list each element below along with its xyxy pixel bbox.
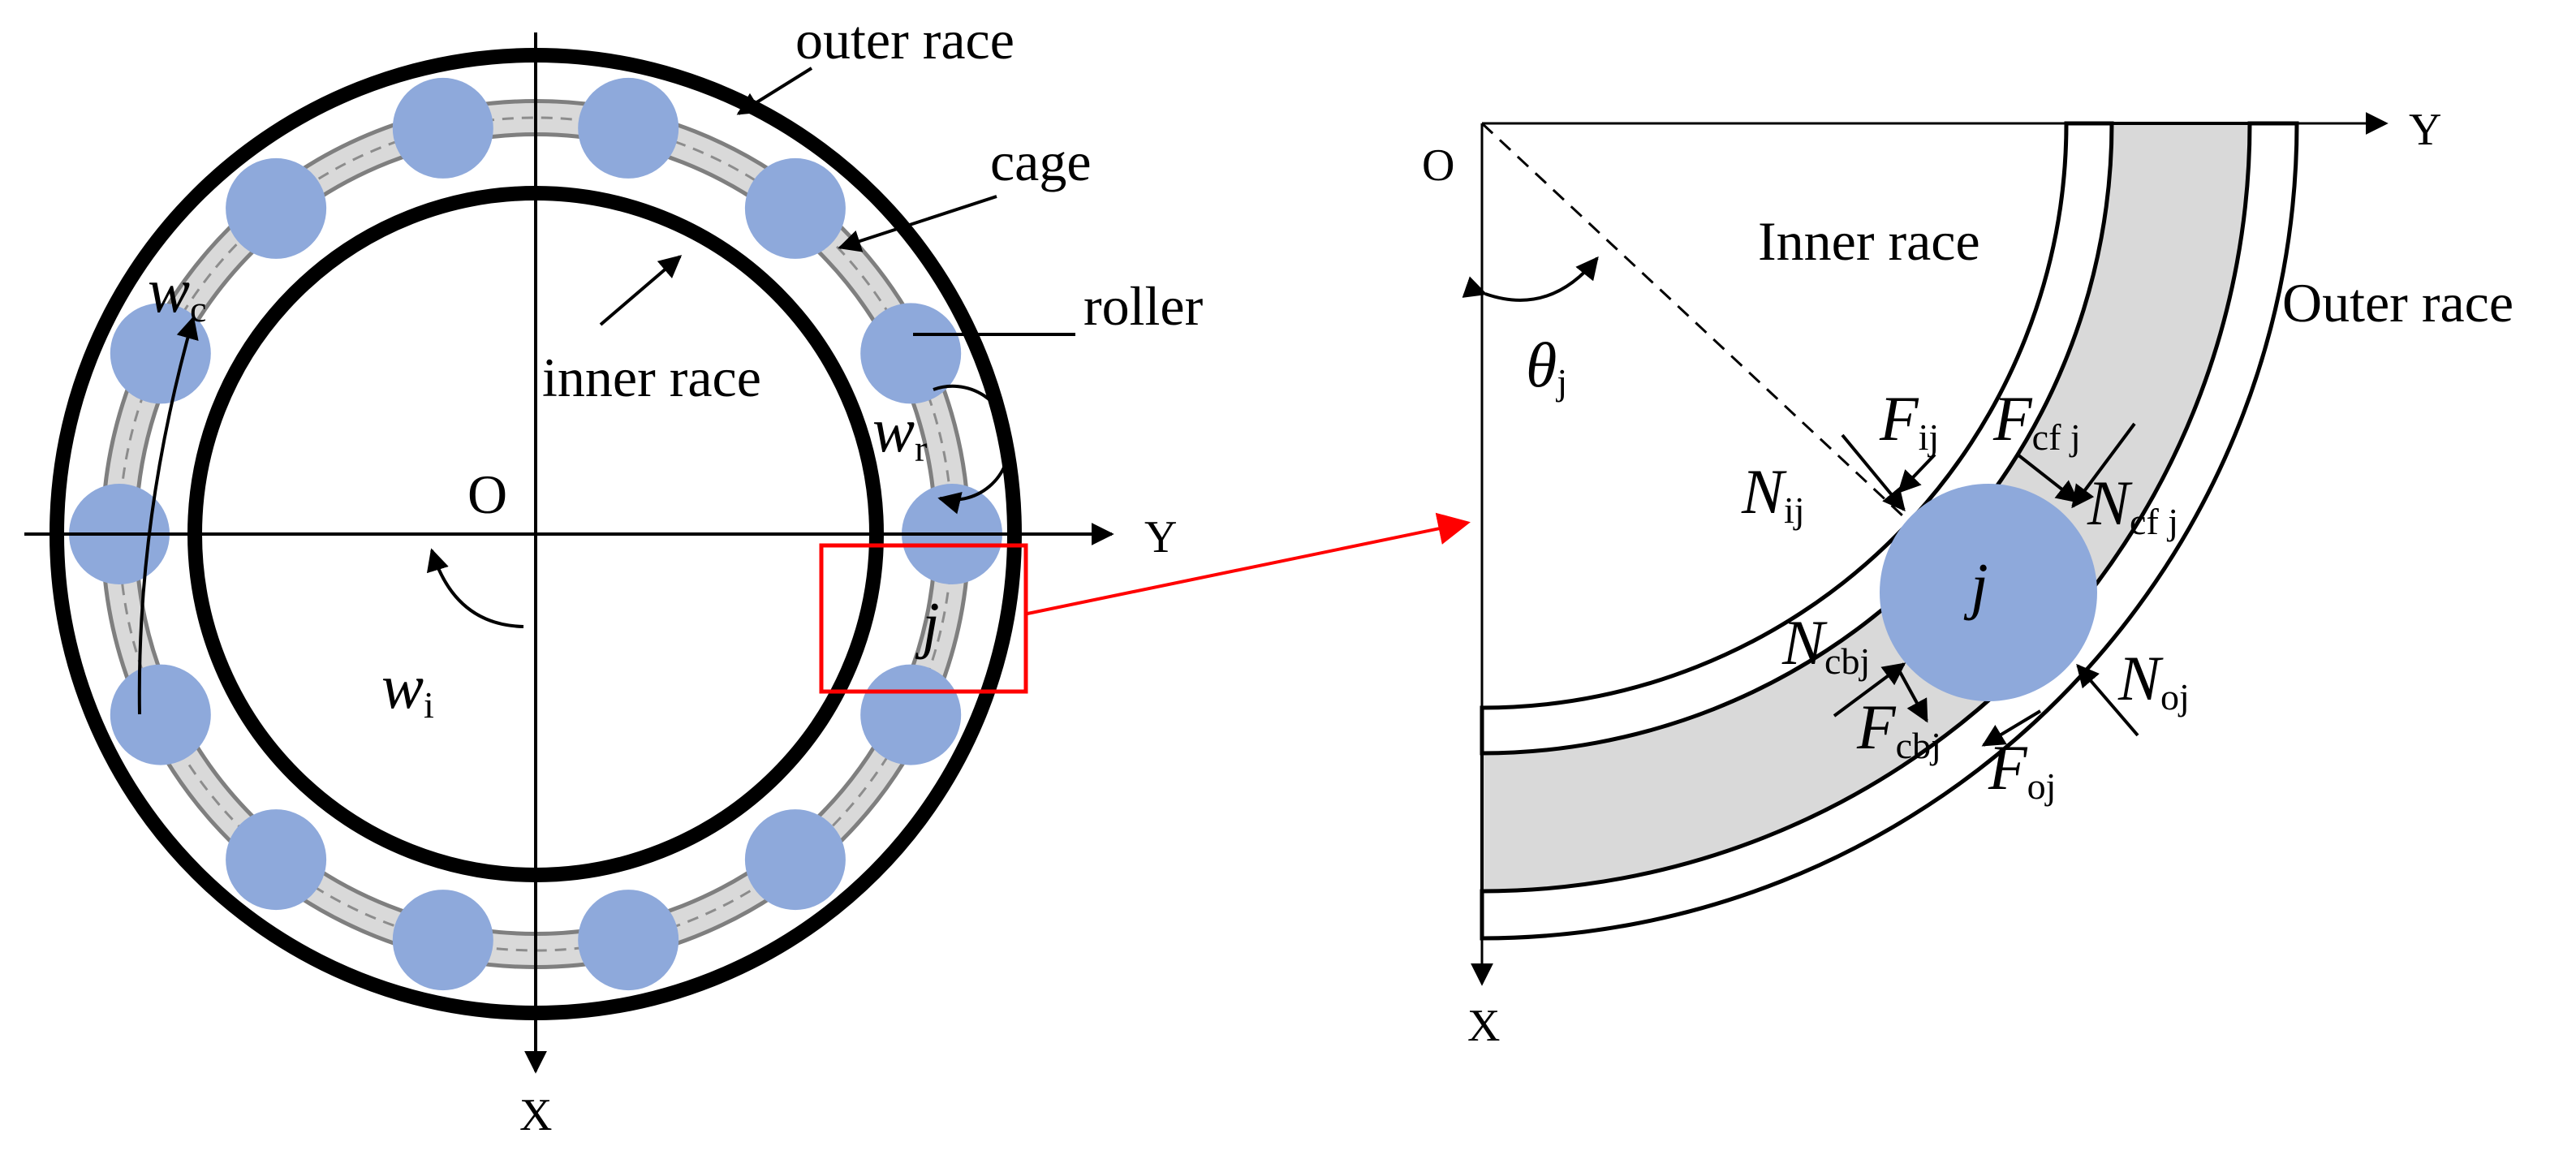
outer-race-label: outer race — [795, 9, 1014, 71]
roller — [860, 303, 962, 404]
left-axis-x-label: X — [519, 1090, 552, 1140]
roller — [226, 157, 327, 259]
roller — [578, 890, 679, 991]
roller — [860, 664, 962, 765]
zoom-box — [819, 543, 1028, 694]
roller — [744, 809, 846, 911]
outer-race-leader — [736, 67, 813, 115]
force-F-oj-label: Foj — [1988, 732, 2056, 807]
roller — [110, 664, 211, 765]
zoom-arrow — [1027, 512, 1471, 615]
force-F-cfj-label: Fcf j — [1992, 383, 2081, 458]
force-F-oj-arrow — [1981, 709, 2042, 747]
force-N-oj-arrow — [2076, 663, 2139, 737]
detail-inner-race-label: Inner race — [1758, 210, 1980, 272]
cage-leader — [838, 195, 997, 252]
force-F-cbj-label: Fcbj — [1856, 692, 1941, 766]
force-N-ij-label: Nij — [1741, 456, 1805, 531]
force-F-ij-label: Fij — [1879, 383, 1939, 458]
roller-rotation-arrow — [933, 384, 1011, 515]
radial-line — [1480, 122, 1917, 529]
roller — [226, 809, 327, 911]
roller — [744, 157, 846, 259]
left-axis-y-label: Y — [1144, 512, 1177, 562]
detail-outer-race — [1480, 121, 2299, 941]
right-origin-label: O — [1422, 140, 1454, 191]
force-N-cfj-arrow — [2071, 422, 2136, 509]
inner-race-leader — [599, 255, 683, 326]
inner-race-label: inner race — [542, 347, 761, 408]
roller — [392, 890, 493, 991]
right-axis-y-label: Y — [2409, 105, 2441, 155]
force-F-cfj-arrow — [2016, 453, 2080, 503]
inner-rotation-arrow — [426, 548, 524, 628]
force-N-cbj-label: Ncbj — [1781, 607, 1870, 682]
cage-label: cage — [990, 131, 1092, 192]
left-origin-label: O — [467, 463, 507, 525]
force-N-ij-arrow — [1841, 433, 1906, 512]
right-detail-view: Y X O θj Inner race Outer race j Fij Nij — [1422, 105, 2514, 1051]
detail-roller — [1880, 484, 2097, 701]
roller — [578, 77, 679, 179]
theta-arc — [1462, 256, 1599, 302]
roller-label: roller — [1083, 275, 1204, 337]
force-F-cbj-arrow — [1898, 670, 1928, 723]
left-bearing-view: Y X O outer race cage roller inner race … — [24, 9, 1471, 1140]
roller — [392, 77, 493, 179]
force-N-cbj-arrow — [1833, 662, 1906, 718]
detail-outer-race-label: Outer race — [2282, 272, 2514, 334]
force-N-oj-label: Noj — [2117, 643, 2190, 718]
omega-i-label: wi — [381, 651, 434, 726]
cage-rotation-arrow — [137, 316, 199, 715]
omega-r-label: wr — [872, 394, 927, 469]
force-F-ij-arrow — [1898, 453, 1936, 494]
right-axis-x-label: X — [1467, 1001, 1500, 1051]
omega-c-label: wc — [148, 255, 206, 330]
force-N-cfj-label: Ncf j — [2087, 468, 2178, 542]
theta-label: θj — [1526, 330, 1567, 403]
